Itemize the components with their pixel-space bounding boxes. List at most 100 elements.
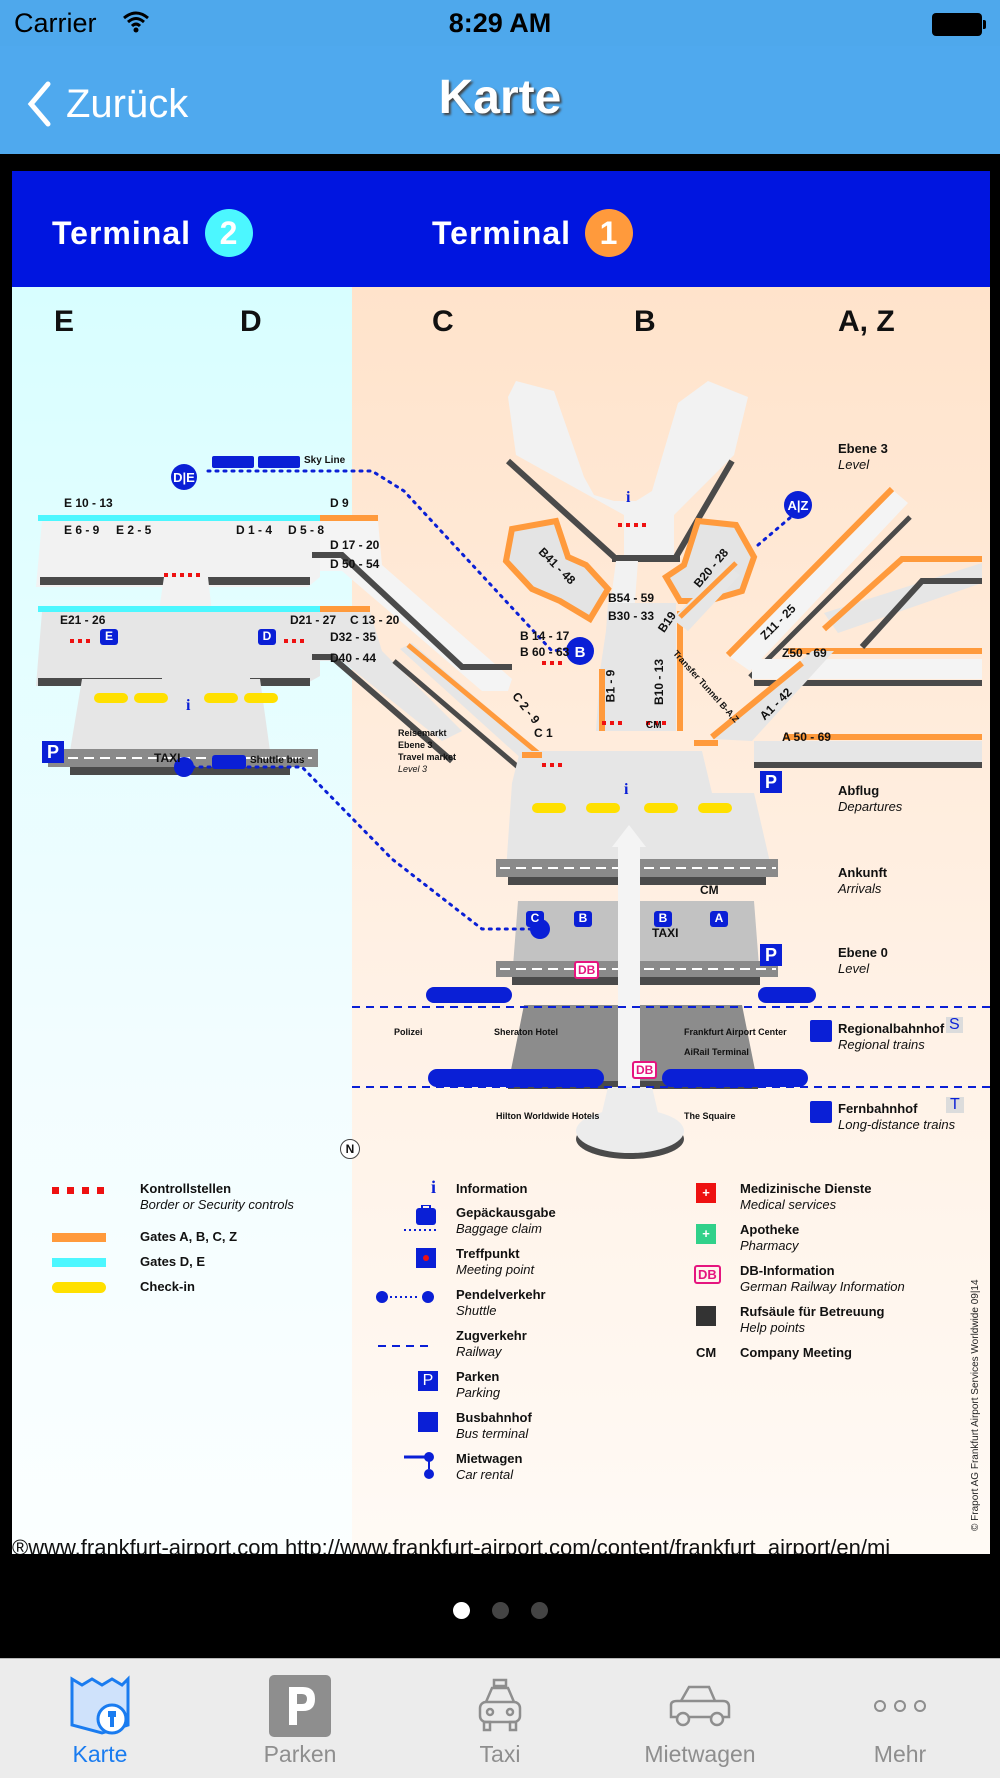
b-station-label: B — [575, 644, 586, 661]
pier-az — [694, 486, 982, 768]
baggage-claim-icon: D — [258, 629, 276, 645]
page-indicator[interactable] — [0, 1602, 1000, 1619]
cm-icon: CM — [696, 1345, 717, 1360]
level-label: Fernbahnhof — [838, 1101, 918, 1116]
gate-label: B10 - 13 — [652, 658, 667, 706]
de-station-icon — [171, 464, 197, 490]
navigation-bar: Zurück Karte — [0, 46, 1000, 154]
level-label: Level — [838, 961, 870, 976]
db-info-icon: DB — [574, 961, 600, 979]
level-label: Abflug — [838, 783, 880, 798]
level-label: Regional trains — [838, 1037, 925, 1052]
gate-label: B 14 - 17 — [520, 629, 570, 643]
bus-terminal-icon — [418, 1412, 438, 1432]
gate-label: A 50 - 69 — [782, 730, 831, 744]
tab-label: Mietwagen — [644, 1741, 756, 1767]
sky-line-label: Sky Line — [304, 455, 346, 466]
shuttle-icon — [376, 1291, 434, 1303]
chevron-left-icon — [27, 81, 51, 127]
airail-label: AiRail Terminal — [684, 1047, 749, 1057]
tab-label: Parken — [263, 1741, 337, 1767]
level-label: Ankunft — [838, 865, 888, 880]
gate-label: B54 - 59 — [608, 591, 655, 605]
page-dot[interactable] — [452, 1602, 470, 1619]
car-icon — [600, 1673, 800, 1739]
level-label: Regionalbahnhof — [838, 1021, 945, 1036]
status-bar: Carrier 8:29 AM — [0, 0, 1000, 46]
terminal-1-badge: 1 — [585, 209, 633, 257]
map-pager[interactable]: Terminal 2 Terminal 1 E D C B A, Z — [0, 154, 1000, 1658]
parking-icon: P — [760, 944, 782, 966]
gate-label: E 10 - 13 — [64, 496, 113, 510]
baggage-claim-icon: C — [526, 911, 544, 927]
tab-mietwagen[interactable]: Mietwagen — [600, 1659, 800, 1778]
sheraton-label: Sheraton Hotel — [494, 1027, 559, 1037]
police-label: Polizei — [394, 1027, 423, 1037]
terminal-1-label: Terminal 1 — [432, 209, 633, 257]
page-dot[interactable] — [530, 1602, 548, 1619]
parking-icon: P — [760, 771, 782, 793]
page-title: Karte — [438, 71, 562, 124]
information-icon: i — [186, 697, 191, 714]
more-icon — [800, 1673, 1000, 1739]
b-station-icon — [566, 637, 594, 665]
tab-mehr[interactable]: Mehr — [800, 1659, 1000, 1778]
baggage-claim-icon: E — [100, 629, 118, 645]
gate-label: B30 - 33 — [608, 609, 655, 623]
medical-icon: + — [696, 1183, 716, 1203]
gate-label: Z50 - 69 — [782, 646, 827, 660]
de-station-label: D|E — [173, 470, 195, 485]
s-bahn-badge: S — [946, 1017, 963, 1033]
carrier-label: Carrier — [14, 8, 97, 38]
gate-label: D40 - 44 — [330, 651, 377, 665]
airport-map[interactable]: Terminal 2 Terminal 1 E D C B A, Z — [12, 171, 990, 1554]
pier-label-b: B — [634, 305, 656, 338]
gate-label: B 60 - 63 — [520, 645, 570, 659]
parking-icon: P — [418, 1371, 438, 1391]
terminal-map-drawing: D|E B A|Z — [36, 381, 990, 1159]
clock: 8:29 AM — [448, 8, 552, 38]
pharmacy-icon: + — [696, 1224, 716, 1244]
level-label: Long-distance trains — [838, 1117, 956, 1132]
source-url[interactable]: ®www.frankfurt-airport.com http://www.fr… — [12, 1535, 891, 1554]
travel-market-label: Reisemarkt — [398, 728, 447, 738]
tab-label: Mehr — [873, 1741, 927, 1767]
checkin-icon — [52, 1282, 106, 1293]
train-icon — [810, 1020, 832, 1042]
az-station-icon — [784, 491, 812, 519]
terminal-2-badge: 2 — [205, 209, 253, 257]
squaire-label: The Squaire — [684, 1111, 736, 1121]
gate-label: D 17 - 20 — [330, 538, 380, 552]
tab-taxi[interactable]: Taxi — [400, 1659, 600, 1778]
pier-label-az: A, Z — [838, 305, 895, 338]
meeting-point-icon — [416, 1248, 436, 1268]
hilton-label: Hilton Worldwide Hotels — [496, 1111, 600, 1121]
fernbahn-badge: T — [946, 1097, 964, 1113]
shuttle-bus-label: Shuttle bus — [250, 755, 305, 766]
back-button[interactable]: Zurück — [26, 76, 188, 132]
information-icon: i — [624, 781, 629, 798]
gate-line-orange-icon — [52, 1233, 106, 1242]
security-control-icon — [52, 1187, 104, 1194]
db-info-icon: DB — [694, 1265, 721, 1284]
pier-label-c: C — [432, 305, 454, 338]
gate-label: D 1 - 4 — [236, 523, 273, 537]
gate-label: D21 - 27 — [290, 613, 337, 627]
tab-parken[interactable]: Parken — [200, 1659, 400, 1778]
travel-market-label: Level 3 — [398, 764, 428, 774]
page-dot[interactable] — [491, 1602, 509, 1619]
wifi-icon — [122, 10, 150, 39]
gate-label: C 1 — [534, 726, 553, 740]
travel-market-label: Ebene 3 — [398, 740, 433, 750]
tab-karte[interactable]: Karte — [0, 1659, 200, 1778]
cm-label: CM — [646, 720, 662, 731]
taxi-label: TAXI — [652, 926, 679, 940]
gate-label: B1 - 9 — [603, 669, 618, 703]
information-icon: i — [626, 489, 631, 506]
tab-label: Karte — [72, 1741, 128, 1767]
battery-icon — [932, 13, 986, 36]
pier-label-e: E — [54, 305, 75, 338]
pier-label-d: D — [240, 305, 262, 338]
gate-label: D 9 — [330, 496, 349, 510]
parking-icon: P — [42, 741, 64, 763]
